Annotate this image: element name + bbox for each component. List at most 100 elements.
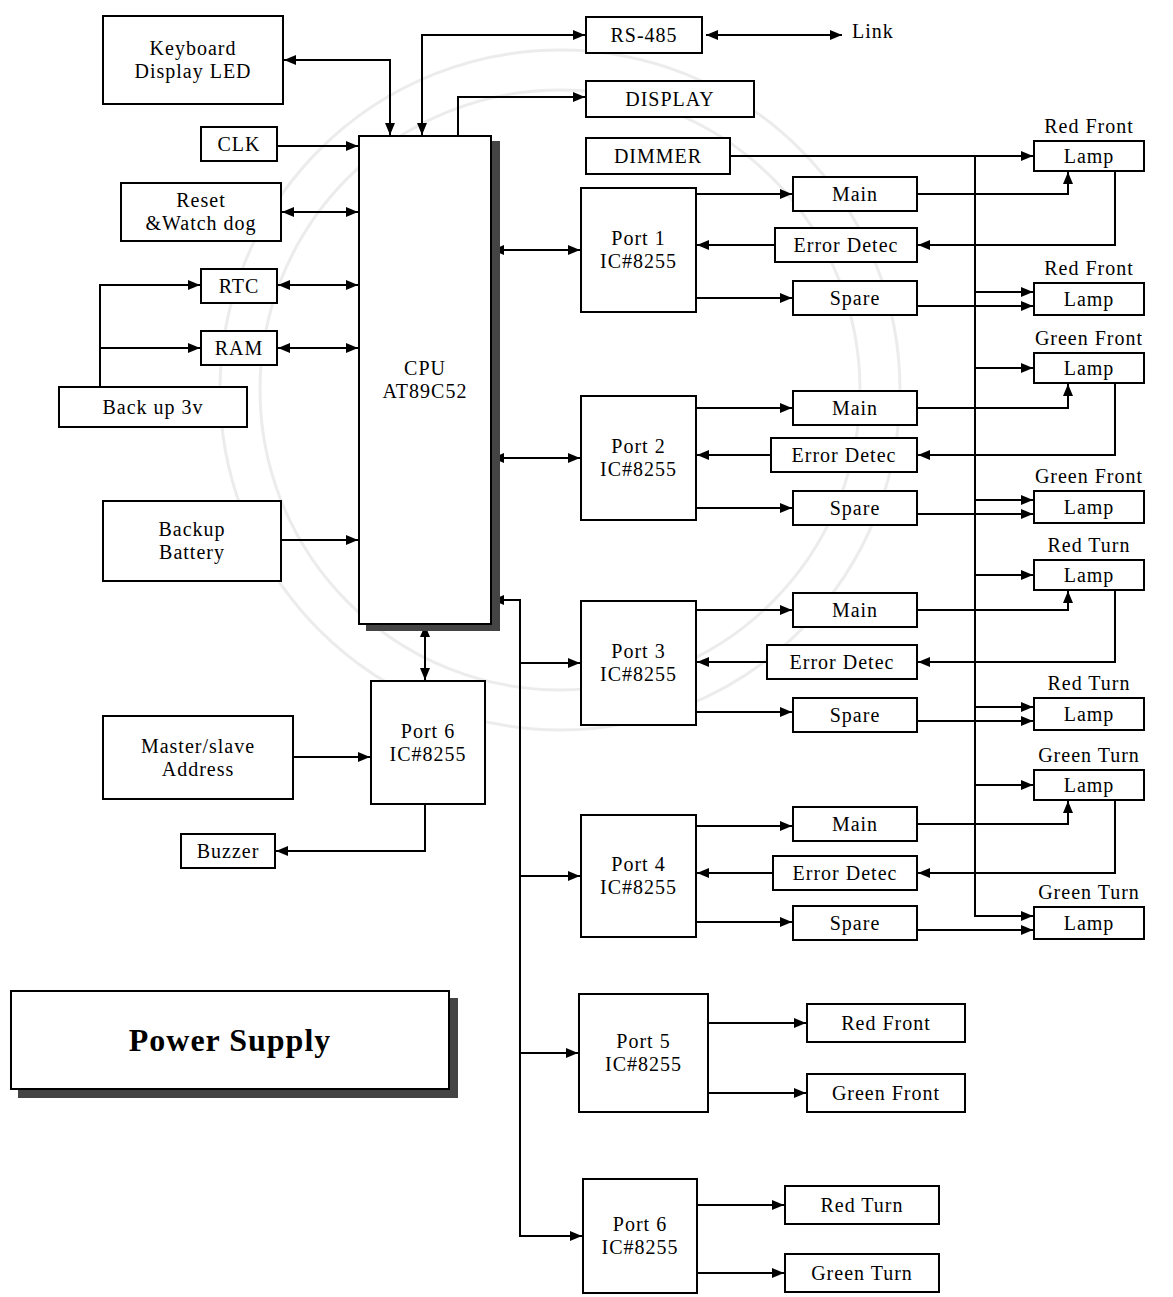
block-box: Buzzer	[180, 833, 276, 869]
connector	[697, 921, 792, 923]
box-label: Lamp	[1064, 496, 1115, 519]
block-box: Main	[792, 390, 918, 426]
box-label: Power Supply	[129, 1022, 332, 1059]
box-label: Port 3 IC#8255	[590, 640, 687, 686]
box-label: Error Detec	[794, 234, 899, 257]
box-label: Reset &Watch dog	[142, 189, 260, 235]
box-label: Spare	[830, 287, 881, 310]
connector	[422, 35, 585, 135]
connector	[918, 513, 1033, 515]
connector	[100, 348, 200, 386]
box-label: Spare	[830, 912, 881, 935]
connector	[709, 1022, 806, 1024]
connector	[918, 305, 1033, 307]
block-box: Back up 3v	[58, 386, 248, 428]
connector	[918, 801, 1068, 824]
block-box: Power Supply	[10, 990, 450, 1090]
block-box: Error Detec	[772, 855, 918, 891]
box-label: Keyboard Display LED	[128, 37, 258, 83]
connector	[918, 801, 1115, 873]
connector	[918, 172, 1115, 245]
box-label: Main	[832, 183, 878, 206]
connector	[492, 600, 580, 663]
connector	[918, 591, 1068, 610]
block-box: Backup Battery	[102, 500, 282, 582]
box-label: Port 4 IC#8255	[590, 853, 687, 899]
connector	[697, 711, 792, 713]
connector	[697, 661, 766, 663]
box-label: Red Turn	[820, 1194, 903, 1217]
box-label: Red Front	[841, 1012, 931, 1035]
connector	[492, 249, 580, 251]
lamp-heading: Green Front	[1005, 327, 1173, 350]
lamp-box: Red TurnLamp	[1033, 559, 1145, 591]
lamp-box: Red TurnLamp	[1033, 697, 1145, 731]
lamp-heading: Red Turn	[1005, 672, 1173, 695]
box-label: Lamp	[1064, 357, 1115, 380]
box-label: Error Detec	[792, 444, 897, 467]
block-box: RAM	[200, 330, 278, 366]
lamp-box: Red FrontLamp	[1033, 140, 1145, 172]
link-label: Link	[850, 20, 896, 43]
block-box: CPU AT89C52	[358, 135, 492, 625]
connector	[492, 457, 580, 459]
connector	[918, 929, 1033, 931]
connector	[697, 407, 792, 409]
box-label: Port 6 IC#8255	[592, 1213, 688, 1259]
block-box: RS-485	[585, 16, 703, 54]
box-label: Green Turn	[811, 1262, 913, 1285]
box-label: Main	[832, 813, 878, 836]
connector	[697, 297, 792, 299]
lamp-box: Green TurnLamp	[1033, 769, 1145, 801]
box-label: Error Detec	[790, 651, 895, 674]
lamp-heading: Red Turn	[1005, 534, 1173, 557]
block-box: RTC	[200, 268, 278, 304]
box-label: Main	[832, 599, 878, 622]
box-label: Back up 3v	[102, 396, 203, 419]
block-box: Port 6 IC#8255	[582, 1178, 698, 1294]
box-label: Port 5 IC#8255	[588, 1030, 699, 1076]
connector	[731, 156, 1033, 500]
lamp-box: Red FrontLamp	[1033, 282, 1145, 316]
connector	[424, 625, 426, 680]
connector	[282, 211, 358, 213]
connector	[918, 384, 1068, 408]
connector	[294, 756, 370, 758]
lamp-heading: Green Turn	[1005, 744, 1173, 767]
block-box: Spare	[792, 280, 918, 316]
box-label: Lamp	[1064, 912, 1115, 935]
connector	[697, 507, 792, 509]
connector	[731, 156, 1033, 707]
box-label: Backup Battery	[128, 518, 256, 564]
connector	[697, 609, 792, 611]
connector	[697, 825, 792, 827]
connector	[100, 285, 200, 386]
block-box: Spare	[792, 490, 918, 526]
box-label: Lamp	[1064, 703, 1115, 726]
connector	[697, 872, 772, 874]
block-box: Master/slave Address	[102, 715, 294, 800]
connector	[709, 1092, 806, 1094]
lamp-box: Green FrontLamp	[1033, 352, 1145, 384]
block-box: Red Turn	[784, 1185, 940, 1225]
lamp-heading: Green Turn	[1005, 881, 1173, 904]
connector	[697, 193, 792, 195]
connector	[918, 384, 1115, 455]
lamp-box: Green FrontLamp	[1033, 490, 1145, 524]
block-box: Reset &Watch dog	[120, 182, 282, 242]
block-box: Port 4 IC#8255	[580, 814, 697, 938]
box-label: Lamp	[1064, 564, 1115, 587]
connector	[697, 454, 770, 456]
connector	[492, 600, 580, 876]
connector	[492, 600, 578, 1053]
lamp-heading: Red Front	[1005, 257, 1173, 280]
connector	[278, 284, 358, 286]
connector	[278, 347, 358, 349]
box-label: Port 6 IC#8255	[380, 720, 476, 766]
connector	[458, 97, 585, 135]
box-label: CPU AT89C52	[374, 357, 476, 403]
connector	[698, 1272, 784, 1274]
connector	[278, 145, 358, 147]
box-label: Port 1 IC#8255	[590, 227, 687, 273]
